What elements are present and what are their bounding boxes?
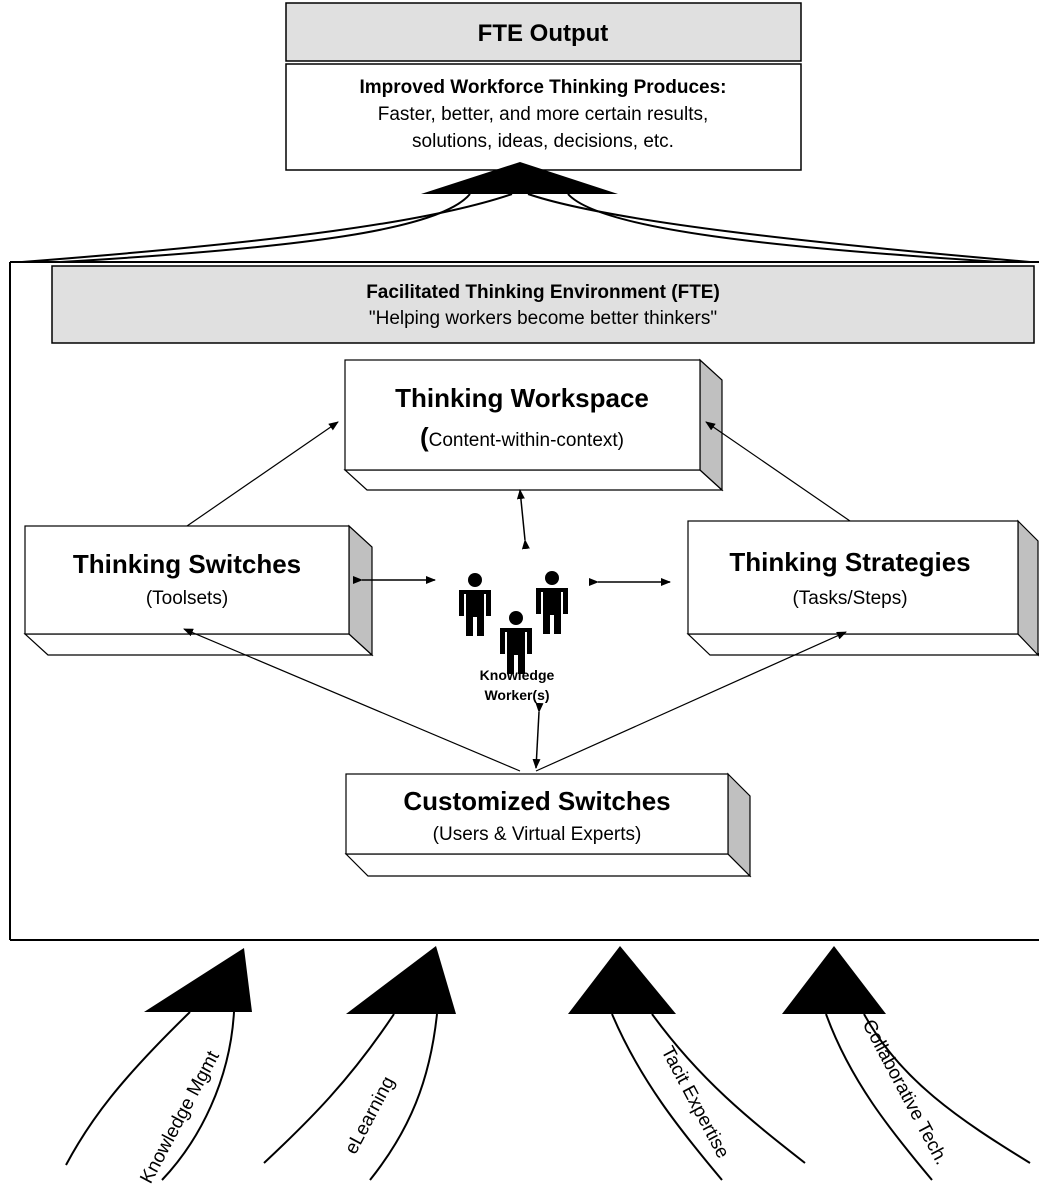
environment-title: Facilitated Thinking Environment (FTE) [366,282,720,303]
input-label-elearning: eLearning [341,1073,399,1157]
arrow-strategies-to-workspace [705,421,851,522]
output-flow-curve-left-inner [59,193,471,263]
knowledge-workers-label-1: Knowledge [480,667,555,683]
thinking-workspace-title: Thinking Workspace [395,383,649,413]
thinking-strategies-title: Thinking Strategies [729,547,970,577]
thinking-workspace-box: Thinking Workspace (Content-within-conte… [343,358,724,492]
fte-output-line-1: Faster, better, and more certain results… [378,104,709,125]
input-label-knowledge-mgmt: Knowledge Mgmt [136,1047,224,1187]
fte-output-header [285,2,802,62]
fte-output-box [285,63,802,171]
thinking-workspace-subtitle: (Content-within-context) [420,422,624,452]
customized-switches-subtitle: (Users & Virtual Experts) [433,824,642,845]
knowledge-workers-label-2: Worker(s) [484,687,549,703]
thinking-strategies-subtitle: (Tasks/Steps) [792,588,907,609]
thinking-workspace-subtitle-text: Content-within-context) [429,430,624,451]
thinking-switches-title: Thinking Switches [73,549,301,579]
arrow-customized-to-switches [183,628,521,772]
double-arrow-customized-workers [532,702,544,769]
output-flow-curve-right-inner [567,193,1001,263]
thinking-strategies-box: Thinking Strategies (Tasks/Steps) [686,519,1039,657]
input-arrow-elearning: eLearning [263,946,456,1181]
worker-icon [459,573,491,636]
arrow-customized-to-strategies [535,631,847,772]
fte-output-heading: Improved Workforce Thinking Produces: [359,77,726,98]
output-flow-curve-right [527,193,1031,263]
environment-subtitle: "Helping workers become better thinkers" [369,308,717,329]
output-arrowhead [421,162,618,194]
double-arrow-workspace-workers [516,489,530,550]
thinking-switches-box: Thinking Switches (Toolsets) [23,524,374,657]
worker-icon [500,611,532,674]
customized-switches-box: Customized Switches (Users & Virtual Exp… [344,772,752,878]
fte-output-title: FTE Output [478,20,609,47]
worker-icon [536,571,568,634]
customized-switches-title: Customized Switches [403,786,670,816]
input-arrow-tacit-expertise: Tacit Expertise [568,946,806,1181]
arrow-switches-to-workspace [186,421,339,527]
environment-header [51,265,1035,344]
input-arrow-collaborative-tech: Collaborative Tech. [782,946,1031,1181]
input-arrow-knowledge-mgmt: Knowledge Mgmt [65,948,252,1187]
fte-output-line-2: solutions, ideas, decisions, etc. [412,131,674,152]
output-flow-curve-left [21,193,513,263]
thinking-workspace-paren: ( [420,422,429,452]
thinking-switches-subtitle: (Toolsets) [146,588,228,609]
input-label-tacit-expertise: Tacit Expertise [657,1043,734,1162]
